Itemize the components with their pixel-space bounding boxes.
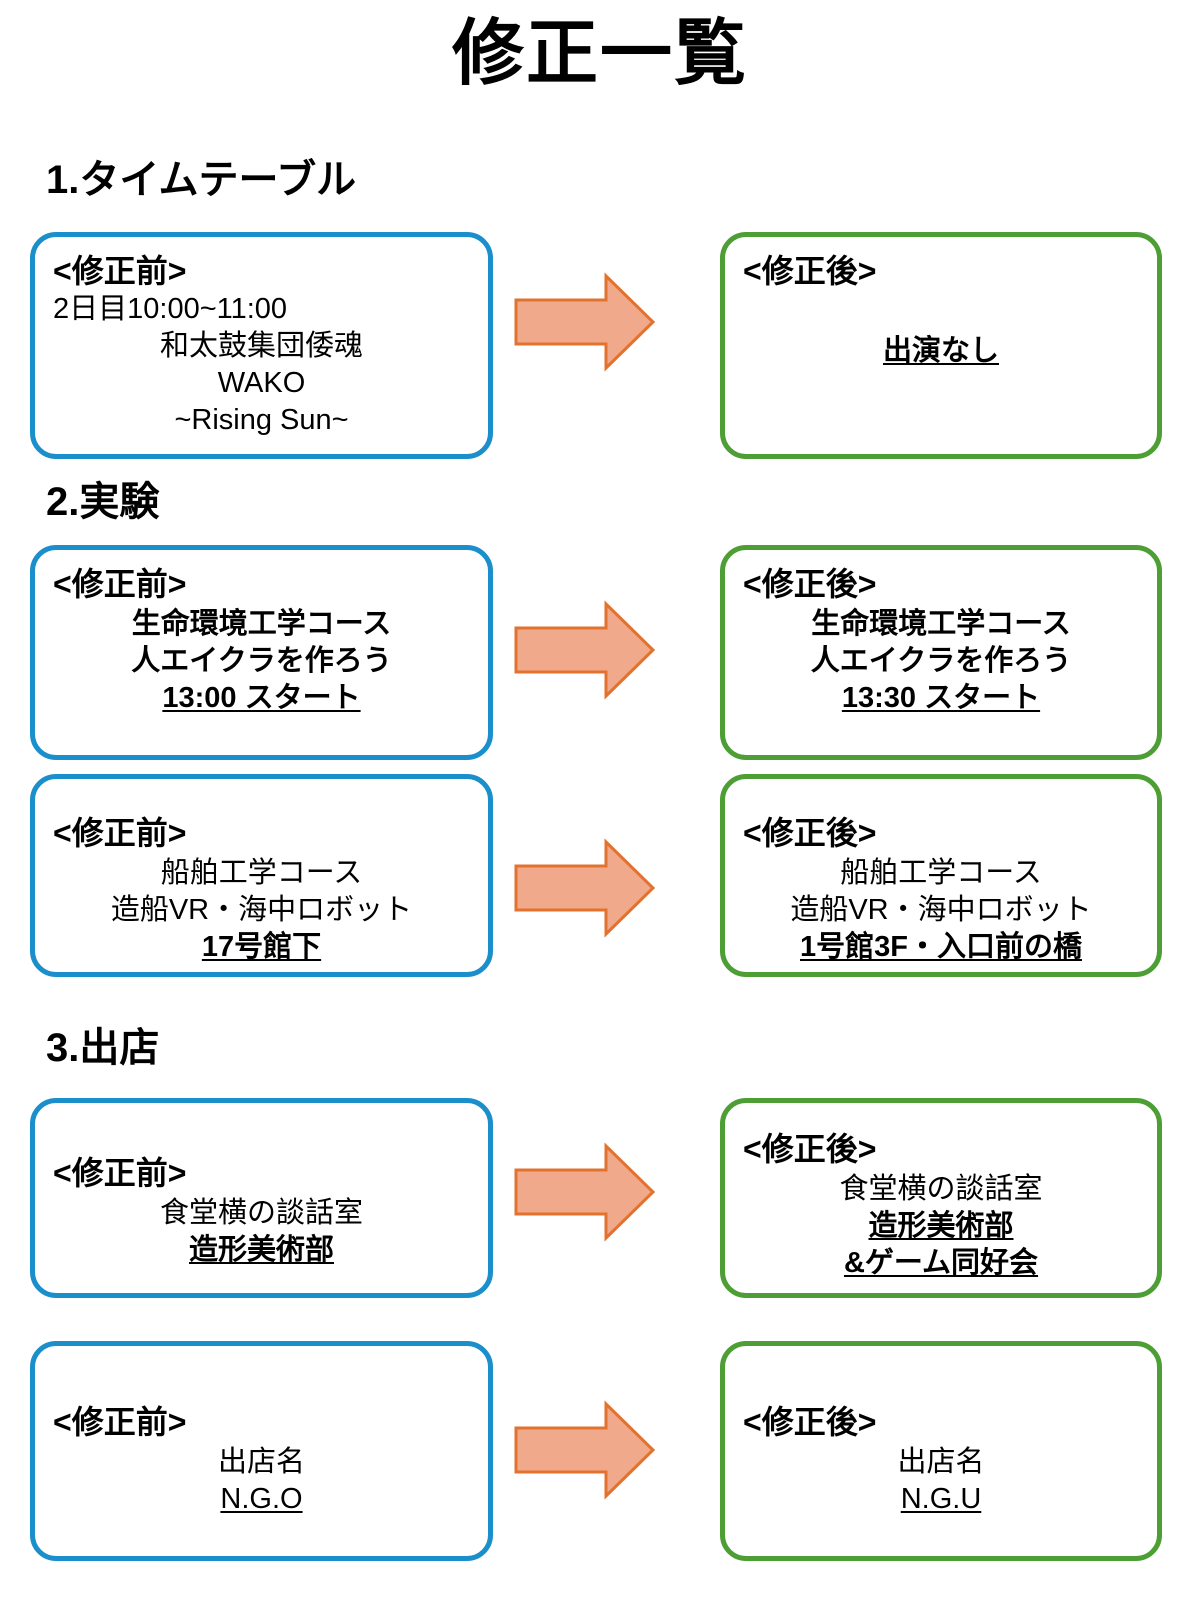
right-arrow-icon	[512, 838, 657, 938]
before-label: <修正前>	[53, 1155, 187, 1191]
section-heading-experiment: 2.実験	[46, 480, 160, 524]
before-label: <修正前>	[53, 566, 187, 602]
line-text: 人エイクラを作ろう	[131, 644, 392, 677]
right-arrow-icon	[512, 1142, 657, 1242]
section-heading-timetable: 1.タイムテーブル	[46, 158, 357, 202]
after-label: <修正後>	[743, 1404, 877, 1440]
after-box-stalls-1: <修正後> 食堂横の談話室 造形美術部 &ゲーム同好会	[720, 1098, 1162, 1298]
right-arrow-icon	[512, 272, 657, 372]
box-content: <修正前> 船舶工学コース 造船VR・海中ロボット 17号館下	[35, 779, 488, 972]
after-lines: 出店名 N.G.U	[743, 1444, 1139, 1518]
line-text: 17号館下	[201, 930, 322, 963]
before-box-experiment-2: <修正前> 船舶工学コース 造船VR・海中ロボット 17号館下	[30, 774, 493, 977]
line-text: 和太鼓集団倭魂	[159, 329, 363, 362]
before-box-stalls-2: <修正前> 出店名 N.G.O	[30, 1341, 493, 1561]
after-box-timetable: <修正後> 出演なし	[720, 232, 1162, 459]
box-content: <修正後> 船舶工学コース 造船VR・海中ロボット 1号館3F・入口前の橋	[725, 779, 1157, 972]
line-text: 13:00 スタート	[162, 681, 361, 714]
line-text: 人エイクラを作ろう	[810, 644, 1072, 677]
box-content: <修正後> 出店名 N.G.U	[725, 1346, 1157, 1556]
line-text: 出店名	[217, 1445, 305, 1478]
line-text: 1号館3F・入口前の橋	[800, 930, 1082, 963]
after-label: <修正後>	[743, 566, 877, 602]
line-text: 食堂横の談話室	[839, 1172, 1043, 1205]
before-lines: 2日目10:00~11:00 和太鼓集団倭魂 WAKO ~Rising Sun~	[53, 291, 470, 439]
before-lines: 船舶工学コース 造船VR・海中ロボット 17号館下	[53, 855, 470, 966]
before-label: <修正前>	[53, 1404, 187, 1440]
line-text: 生命環境工学コース	[811, 607, 1071, 640]
line-text: N.G.O	[220, 1482, 303, 1515]
after-lines: 船舶工学コース 造船VR・海中ロボット 1号館3F・入口前の橋	[743, 855, 1139, 966]
after-lines: 食堂横の談話室 造形美術部 &ゲーム同好会	[743, 1171, 1139, 1282]
box-content: <修正後> 生命環境工学コース 人エイクラを作ろう 13:30 スタート	[725, 550, 1157, 755]
after-lines: 生命環境工学コース 人エイクラを作ろう 13:30 スタート	[743, 606, 1139, 717]
before-label: <修正前>	[53, 253, 187, 289]
before-label: <修正前>	[53, 815, 187, 851]
box-content: <修正前> 食堂横の談話室 造形美術部	[35, 1103, 488, 1293]
before-box-stalls-1: <修正前> 食堂横の談話室 造形美術部	[30, 1098, 493, 1298]
line-text: 造形美術部	[188, 1233, 334, 1266]
before-lines: 食堂横の談話室 造形美術部	[53, 1195, 470, 1269]
box-content: <修正前> 生命環境工学コース 人エイクラを作ろう 13:00 スタート	[35, 550, 488, 755]
line-text: 食堂横の談話室	[159, 1196, 363, 1229]
line-text: 造船VR・海中ロボット	[110, 893, 413, 926]
line-text: 船舶工学コース	[160, 856, 363, 889]
right-arrow-icon	[512, 600, 657, 700]
after-lines: 出演なし	[743, 333, 1139, 370]
box-content: <修正前> 出店名 N.G.O	[35, 1346, 488, 1556]
line-text: 出店名	[897, 1445, 985, 1478]
section-heading-stalls: 3.出店	[46, 1026, 160, 1070]
line-text: 生命環境工学コース	[131, 607, 392, 640]
box-content: <修正後> 出演なし	[725, 237, 1157, 454]
box-content: <修正後> 食堂横の談話室 造形美術部 &ゲーム同好会	[725, 1103, 1157, 1293]
before-lines: 生命環境工学コース 人エイクラを作ろう 13:00 スタート	[53, 606, 470, 717]
line-text: WAKO	[217, 366, 306, 399]
line-text: 2日目10:00~11:00	[53, 292, 288, 325]
before-box-experiment-1: <修正前> 生命環境工学コース 人エイクラを作ろう 13:00 スタート	[30, 545, 493, 760]
box-content: <修正前> 2日目10:00~11:00 和太鼓集団倭魂 WAKO ~Risin…	[35, 237, 488, 454]
after-box-stalls-2: <修正後> 出店名 N.G.U	[720, 1341, 1162, 1561]
line-text: 船舶工学コース	[840, 856, 1042, 889]
right-arrow-icon	[512, 1400, 657, 1500]
line-text: N.G.U	[900, 1482, 982, 1515]
after-label: <修正後>	[743, 1131, 877, 1167]
line-text: ~Rising Sun~	[174, 404, 349, 437]
page-title: 修正一覧	[451, 14, 748, 94]
line-text: 造船VR・海中ロボット	[790, 893, 1092, 926]
after-box-experiment-1: <修正後> 生命環境工学コース 人エイクラを作ろう 13:30 スタート	[720, 545, 1162, 760]
after-box-experiment-2: <修正後> 船舶工学コース 造船VR・海中ロボット 1号館3F・入口前の橋	[720, 774, 1162, 977]
before-box-timetable: <修正前> 2日目10:00~11:00 和太鼓集団倭魂 WAKO ~Risin…	[30, 232, 493, 459]
after-label: <修正後>	[743, 815, 877, 851]
line-text: 出演なし	[882, 334, 999, 367]
line-text: &ゲーム同好会	[843, 1246, 1039, 1279]
after-label: <修正後>	[743, 253, 877, 289]
line-text: 造形美術部	[868, 1209, 1014, 1242]
line-text: 13:30 スタート	[841, 681, 1041, 714]
before-lines: 出店名 N.G.O	[53, 1444, 470, 1518]
